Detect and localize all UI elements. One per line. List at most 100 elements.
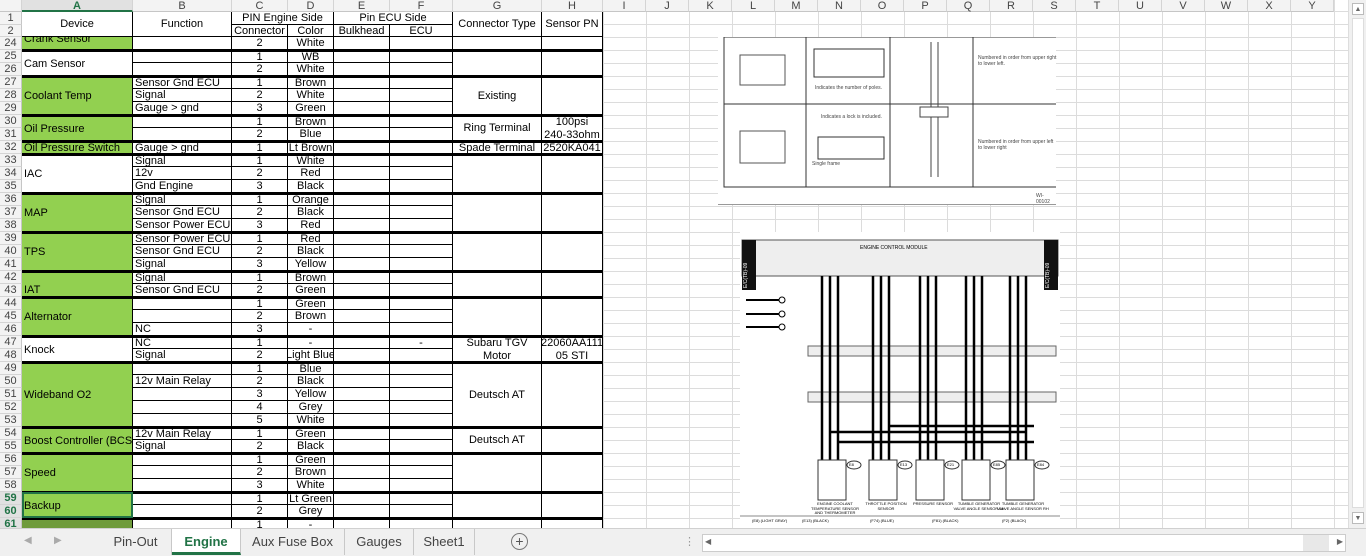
connector-pin-cell[interactable]: 2 xyxy=(232,310,288,323)
wire-color-cell[interactable]: Black xyxy=(288,245,334,258)
device-cell[interactable]: Boost Controller (BCS) xyxy=(22,427,133,453)
ecu-pin-cell[interactable] xyxy=(390,63,453,76)
wire-color-cell[interactable]: Black xyxy=(288,206,334,219)
device-cell[interactable]: Knock xyxy=(22,336,133,362)
row-header[interactable]: 61 xyxy=(0,518,22,528)
row-header[interactable]: 56 xyxy=(0,453,22,466)
function-cell[interactable]: NC xyxy=(133,323,232,336)
row-header[interactable]: 33 xyxy=(0,154,22,167)
column-header-v[interactable]: V xyxy=(1162,0,1205,12)
device-cell[interactable]: TPS xyxy=(22,232,133,271)
wire-color-cell[interactable]: - xyxy=(288,323,334,336)
function-cell[interactable] xyxy=(133,50,232,63)
device-cell[interactable]: Cam Sensor xyxy=(22,50,133,76)
row-header[interactable]: 54 xyxy=(0,427,22,440)
bulkhead-cell[interactable] xyxy=(334,362,390,375)
select-all-corner[interactable] xyxy=(0,0,22,12)
function-cell[interactable]: Signal xyxy=(133,193,232,206)
bulkhead-cell[interactable] xyxy=(334,50,390,63)
row-header[interactable]: 52 xyxy=(0,401,22,414)
bulkhead-cell[interactable] xyxy=(334,492,390,505)
row-header[interactable]: 45 xyxy=(0,310,22,323)
wire-color-cell[interactable]: - xyxy=(288,518,334,528)
bulkhead-cell[interactable] xyxy=(334,128,390,141)
next-sheet-icon[interactable]: ▶ xyxy=(54,535,62,546)
sensor-pn-cell[interactable] xyxy=(542,232,603,271)
wire-color-cell[interactable]: Grey xyxy=(288,505,334,518)
function-cell[interactable] xyxy=(133,401,232,414)
ecu-pin-cell[interactable] xyxy=(390,388,453,401)
sensor-pn-cell[interactable] xyxy=(542,154,603,193)
sheet-tab-pin-out[interactable]: Pin-Out xyxy=(100,529,172,555)
connector-pin-cell[interactable]: 2 xyxy=(232,349,288,362)
function-cell[interactable] xyxy=(133,388,232,401)
wire-color-cell[interactable]: Brown xyxy=(288,76,334,89)
ecu-pin-cell[interactable] xyxy=(390,115,453,128)
wire-color-cell[interactable]: Blue xyxy=(288,362,334,375)
wire-color-cell[interactable]: Brown xyxy=(288,466,334,479)
connector-pin-cell[interactable]: 1 xyxy=(232,518,288,528)
bulkhead-cell[interactable] xyxy=(334,518,390,528)
ecu-pin-cell[interactable] xyxy=(390,349,453,362)
ecu-pin-cell[interactable] xyxy=(390,440,453,453)
function-cell[interactable] xyxy=(133,128,232,141)
column-header-u[interactable]: U xyxy=(1119,0,1162,12)
row-header[interactable]: 31 xyxy=(0,128,22,141)
column-header-o[interactable]: O xyxy=(861,0,904,12)
ecu-pin-cell[interactable] xyxy=(390,375,453,388)
ecu-pin-cell[interactable]: - xyxy=(390,336,453,349)
function-cell[interactable]: 12v Main Relay xyxy=(133,427,232,440)
wire-color-cell[interactable]: Brown xyxy=(288,271,334,284)
connector-type-cell[interactable]: Deutsch AT xyxy=(453,362,542,427)
sensor-pn-cell[interactable] xyxy=(542,271,603,297)
ecu-pin-cell[interactable] xyxy=(390,453,453,466)
function-cell[interactable] xyxy=(133,310,232,323)
ecu-pin-cell[interactable] xyxy=(390,141,453,154)
bulkhead-cell[interactable] xyxy=(334,297,390,310)
connector-pin-cell[interactable]: 3 xyxy=(232,102,288,115)
function-cell[interactable]: Signal xyxy=(133,154,232,167)
scroll-up-icon[interactable]: ▲ xyxy=(1352,3,1364,15)
column-header-f[interactable]: F xyxy=(390,0,453,12)
scroll-thumb[interactable] xyxy=(1352,18,1364,508)
sensor-pn-cell[interactable] xyxy=(542,76,603,115)
ecu-pin-cell[interactable] xyxy=(390,245,453,258)
row-header[interactable]: 39 xyxy=(0,232,22,245)
connector-type-cell[interactable] xyxy=(453,518,542,528)
row-header[interactable]: 47 xyxy=(0,336,22,349)
ecu-pin-cell[interactable] xyxy=(390,37,453,50)
connector-pin-cell[interactable]: 1 xyxy=(232,115,288,128)
row-header[interactable]: 49 xyxy=(0,362,22,375)
wire-color-cell[interactable]: - xyxy=(288,336,334,349)
connector-pin-cell[interactable]: 1 xyxy=(232,362,288,375)
row-header[interactable]: 29 xyxy=(0,102,22,115)
wire-color-cell[interactable]: Grey xyxy=(288,401,334,414)
row-header[interactable]: 57 xyxy=(0,466,22,479)
connector-pin-cell[interactable]: 2 xyxy=(232,245,288,258)
column-header-s[interactable]: S xyxy=(1033,0,1076,12)
wire-color-cell[interactable]: Red xyxy=(288,232,334,245)
row-header[interactable]: 59 xyxy=(0,492,22,505)
bulkhead-cell[interactable] xyxy=(334,284,390,297)
connector-pin-cell[interactable]: 1 xyxy=(232,427,288,440)
bulkhead-cell[interactable] xyxy=(334,453,390,466)
column-header-y[interactable]: Y xyxy=(1291,0,1334,12)
ecu-pin-cell[interactable] xyxy=(390,167,453,180)
row-header[interactable]: 27 xyxy=(0,76,22,89)
connector-type-cell[interactable] xyxy=(453,271,542,297)
connector-pin-cell[interactable]: 3 xyxy=(232,388,288,401)
function-cell[interactable] xyxy=(133,466,232,479)
row-header[interactable]: 46 xyxy=(0,323,22,336)
wire-color-cell[interactable]: Light Blue xyxy=(288,349,334,362)
column-header-b[interactable]: B xyxy=(133,0,232,12)
row-header[interactable]: 30 xyxy=(0,115,22,128)
connector-pin-cell[interactable]: 1 xyxy=(232,232,288,245)
wire-color-cell[interactable]: White xyxy=(288,154,334,167)
wire-color-cell[interactable]: Yellow xyxy=(288,258,334,271)
function-cell[interactable] xyxy=(133,518,232,528)
connector-type-cell[interactable] xyxy=(453,50,542,76)
wire-color-cell[interactable]: Yellow xyxy=(288,388,334,401)
wire-color-cell[interactable]: Lt Green xyxy=(288,492,334,505)
row-header[interactable]: 42 xyxy=(0,271,22,284)
